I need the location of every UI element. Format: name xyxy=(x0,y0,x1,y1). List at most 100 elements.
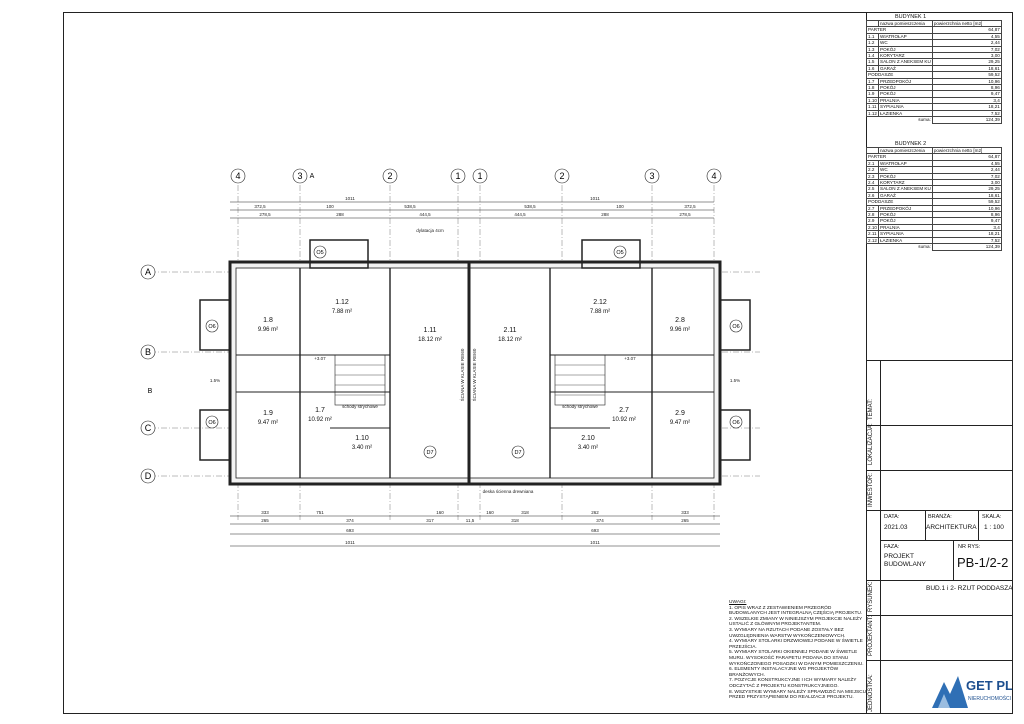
section-mark: A xyxy=(310,173,315,180)
company-logo: GET PL NIERUCHOMOŚCI xyxy=(932,676,1012,708)
slope-mark: 1.5% xyxy=(210,378,220,383)
dim-text: 11,5 xyxy=(466,518,475,523)
slope-mark: 1.5% xyxy=(730,378,740,383)
dim-text: 100 xyxy=(326,204,334,209)
room-number: 2.10 xyxy=(581,435,595,442)
room-number: 1.7 xyxy=(315,407,325,414)
tb-divider xyxy=(866,470,1013,471)
dim-text: 444,5 xyxy=(514,212,526,217)
room-area: 9.96 m² xyxy=(258,327,278,333)
floor-total: 64,87 xyxy=(931,153,1002,161)
note-line: 6. ELEMENTY INSTALACYJNE WG PROJEKTÓW BR… xyxy=(729,667,839,678)
data-value: 2021.03 xyxy=(884,524,908,531)
dim-text: 1011 xyxy=(345,540,355,545)
logo-subtext: NIERUCHOMOŚCI xyxy=(968,694,1011,702)
nr-label: NR RYS: xyxy=(958,544,981,550)
axis-bubble: 2 xyxy=(559,171,564,181)
stairs-label: schody strychowe xyxy=(562,404,598,409)
room-area: 10.92 m² xyxy=(612,417,636,423)
inwestor-label: INWESTOR: xyxy=(868,473,874,507)
building2-title: BUDYNEK 2 xyxy=(895,141,927,147)
col-area: powierzchnia netto [m2] xyxy=(931,146,1002,155)
notes-title: UWAGI: xyxy=(729,600,747,605)
window-tag: O6 xyxy=(732,324,739,330)
branza-value: ARCHITEKTURA xyxy=(926,524,977,531)
room-number: 2.11 xyxy=(503,327,516,334)
room-area: 3.40 m² xyxy=(352,445,372,451)
tb-divider xyxy=(866,360,1013,361)
room-number: 2.8 xyxy=(675,317,685,324)
room-area: 18.12 m² xyxy=(498,337,522,343)
building1-title: BUDYNEK 1 xyxy=(895,14,927,20)
wall-label: ŚCIANA W KLASIE REI60 xyxy=(470,348,477,401)
logo-text: GET PL xyxy=(966,678,1012,693)
tb-divider xyxy=(953,540,954,580)
tb-divider xyxy=(866,510,1013,511)
floor-total: 64,87 xyxy=(931,26,1002,34)
sum-value: 124,39 xyxy=(931,116,1002,124)
dim-text: 265 xyxy=(261,518,269,523)
dim-text: 288 xyxy=(336,212,344,217)
note-line: 8. WSZYSTKIE WYMIARY NALEŻY SPRAWDZIĆ NA… xyxy=(729,689,868,701)
dim-text: 265 xyxy=(681,518,689,523)
dim-text: 693 xyxy=(591,528,599,533)
note-line: 1. OPIS WRAZ Z ZESTAWIENIEM PRZEGRÓD BUD… xyxy=(729,605,863,617)
axis-bubble: 1 xyxy=(477,171,482,181)
lokalizacja-label: LOKALIZACJA: xyxy=(868,423,874,465)
room-number: 1.12 xyxy=(335,299,349,306)
notes: UWAGI: 1. OPIS WRAZ Z ZESTAWIENIEM PRZEG… xyxy=(729,600,869,701)
axis-bubble: 4 xyxy=(711,171,716,181)
axis-bubble: 3 xyxy=(649,171,654,181)
dim-text: 372,5 xyxy=(684,204,696,209)
dim-text: 262 xyxy=(591,510,599,515)
wall-label: ŚCIANA W KLASIE REI60 xyxy=(458,348,465,401)
room-number: 2.7 xyxy=(619,407,629,414)
dim-text: 278,5 xyxy=(259,212,271,217)
note-line: 2. WSZELKIE ZMIANY W NINIEJSZYM PROJEKCI… xyxy=(729,616,863,628)
room-number: 1.10 xyxy=(355,435,369,442)
temat-label: TEMAT: xyxy=(868,399,874,420)
window-tag: O6 xyxy=(732,420,739,426)
room-area: 7.88 m² xyxy=(332,309,352,315)
dim-text: 444,5 xyxy=(419,212,431,217)
dim-text: 1011 xyxy=(590,196,600,201)
dim-text: 288 xyxy=(601,212,609,217)
floor-total: 59,52 xyxy=(931,198,1002,206)
level-mark: +3.07 xyxy=(624,356,636,361)
axis-bubble: D xyxy=(145,471,152,481)
room-number: 2.9 xyxy=(675,410,685,417)
nr-value: PB-1/2-2 xyxy=(957,555,1009,570)
room-area: 7.88 m² xyxy=(590,309,610,315)
title-block xyxy=(866,12,1013,714)
window-tag: O6 xyxy=(208,420,215,426)
note-line: 5. WYMIARY STOLARKI OKIENNEJ PODANE W ŚW… xyxy=(729,650,864,667)
col-area: powierzchnia netto [m2] xyxy=(931,19,1002,28)
skala-label: SKALA: xyxy=(982,514,1002,520)
sheet-frame xyxy=(63,12,1013,714)
axis-bubble: A xyxy=(145,267,151,277)
section-mark-b: B xyxy=(148,388,153,395)
dim-text: 318 xyxy=(521,510,529,515)
tb-divider xyxy=(866,615,1013,616)
dim-text: 160 xyxy=(436,510,444,515)
axis-bubble: 1 xyxy=(455,171,460,181)
sum-value: 124,39 xyxy=(931,243,1002,251)
col-name: nazwa pomieszczenia xyxy=(878,146,933,155)
dim-text: 333 xyxy=(681,510,689,515)
tb-divider xyxy=(866,425,1013,426)
rysunek-value: BUD.1 i 2- RZUT PODDASZA xyxy=(926,585,1013,592)
room-area: 9.96 m² xyxy=(670,327,690,333)
room-number: 1.8 xyxy=(263,317,273,324)
